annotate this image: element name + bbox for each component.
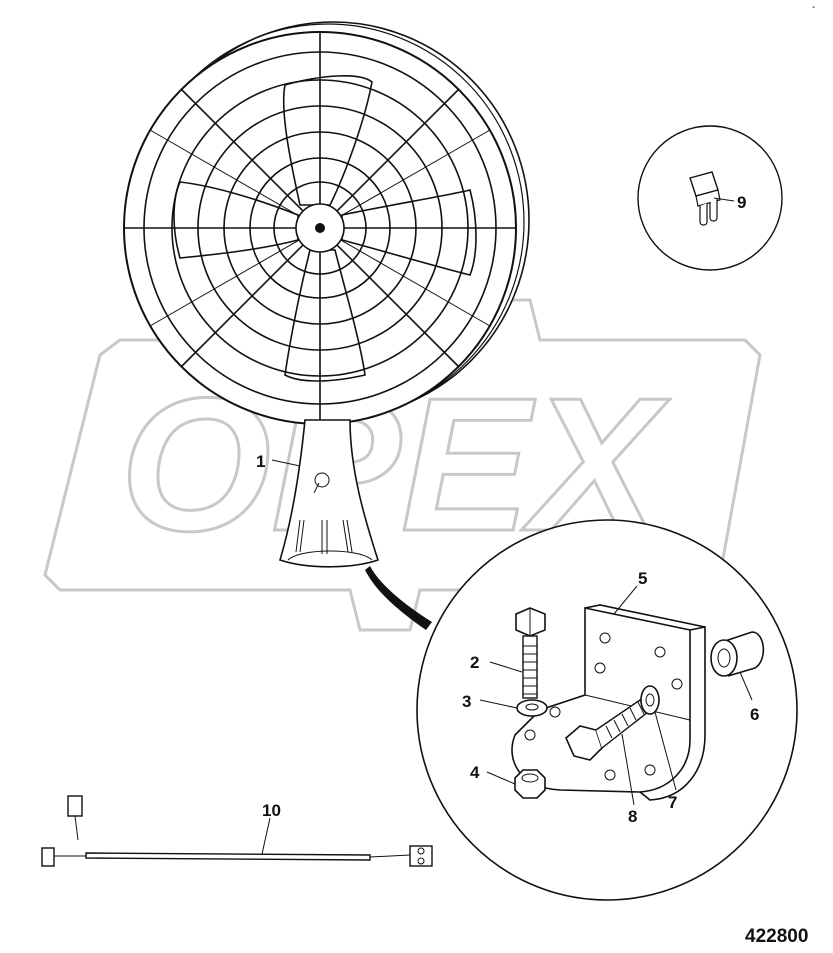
callout-2: 2 (470, 653, 479, 672)
nut (514, 769, 546, 799)
callout-10: 10 (262, 801, 281, 820)
callout-4: 4 (470, 763, 480, 782)
fan-assembly (123, 21, 530, 568)
detail-arrow (365, 566, 432, 630)
washer-horizontal (640, 685, 660, 715)
callout-8: 8 (628, 807, 637, 826)
detail-circle (416, 519, 798, 901)
callout-3: 3 (462, 692, 471, 711)
bracket (511, 604, 706, 801)
wiring-harness (41, 795, 433, 867)
fuse-detail (637, 125, 783, 271)
callout-6: 6 (750, 705, 759, 724)
washer (516, 699, 548, 717)
spacer-bushing (710, 631, 765, 677)
callout-7: 7 (668, 793, 677, 812)
callout-9: 9 (737, 193, 746, 212)
callout-5: 5 (638, 569, 647, 588)
corner-mark: - (812, 2, 815, 13)
leader-lines (261, 197, 753, 855)
bolt-vertical (515, 607, 546, 699)
callout-1: 1 (256, 452, 265, 471)
document-number: 422800 (745, 926, 808, 947)
